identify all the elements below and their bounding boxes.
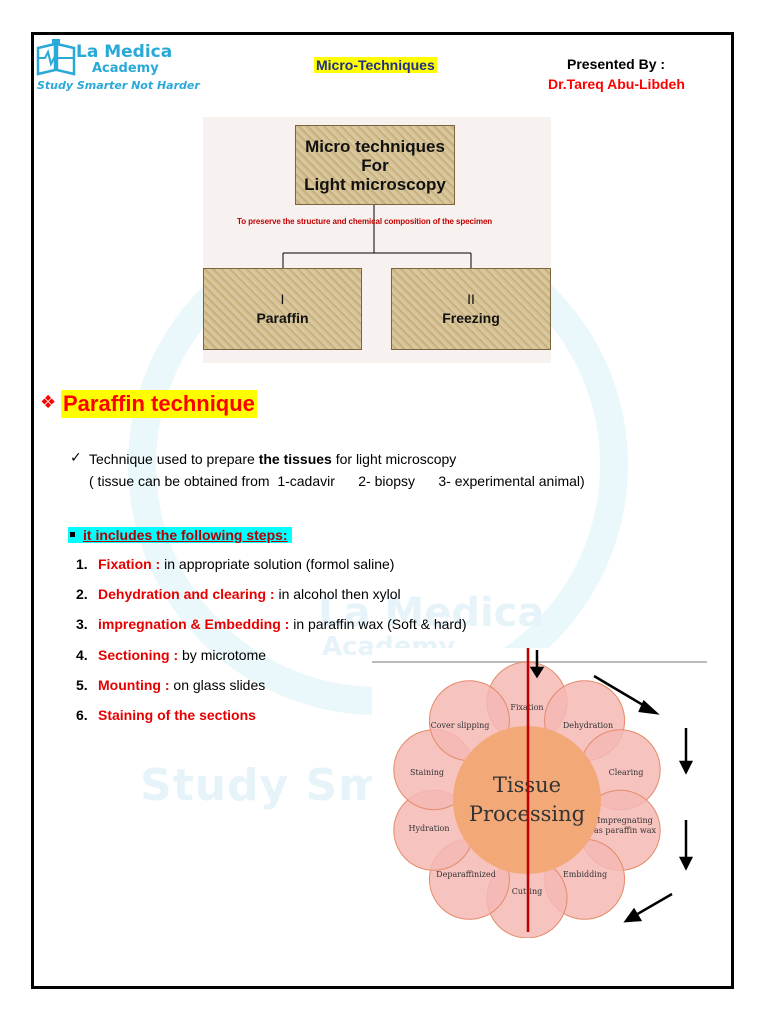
step-number: 3. — [76, 616, 88, 633]
chart-connectors — [282, 205, 472, 268]
intro-sources: ( tissue can be obtained from 1-cadavir … — [89, 473, 585, 489]
diamond-bullet-icon: ❖ — [40, 392, 57, 412]
stage-label: Clearing — [609, 768, 644, 777]
academy-logo — [35, 38, 165, 94]
step-name: Dehydration and clearing : — [98, 586, 275, 603]
section-title: Paraffin technique — [61, 390, 257, 418]
step-number: 4. — [76, 646, 88, 663]
intro-line: Technique used to prepare the tissues fo… — [89, 451, 456, 467]
step-detail: by microtome — [178, 646, 267, 663]
stage-label: Hydration — [409, 824, 450, 833]
author-name: Dr.Tareq Abu-Libdeh — [548, 76, 685, 92]
list-item: 6. Staining of the sections — [76, 707, 467, 737]
steps-heading: it includes the following steps: — [68, 527, 292, 543]
stage-label: Cover slipping — [431, 721, 490, 730]
steps-heading-label: it includes the following steps: — [83, 527, 288, 543]
step-number: 5. — [76, 676, 88, 693]
watermark-text: La Medica — [318, 590, 545, 636]
step-number: 2. — [76, 586, 88, 603]
list-item: 5. Mounting : on glass slides — [76, 677, 467, 707]
stage-label: Impregnating — [597, 816, 653, 825]
presented-by-label: Presented By : — [567, 56, 666, 72]
step-name: impregnation & Embedding : — [98, 616, 290, 633]
chart-top-box: Micro techniques For Light microscopy — [295, 125, 455, 205]
checkmark-icon: ✓ — [70, 449, 82, 465]
arrow-icons — [529, 650, 694, 923]
step-detail: in paraffin wax (Soft & hard) — [289, 616, 467, 633]
page-frame — [31, 32, 734, 989]
logo-tagline: Study Smarter Not Harder — [37, 79, 200, 92]
stage-label: Dehydration — [563, 721, 613, 730]
step-number: 1. — [76, 556, 88, 572]
intro-text: for light microscopy — [331, 451, 457, 467]
tissue-processing-diagram: Tissue Processing Fixation Dehydration C… — [372, 648, 707, 938]
square-bullet-icon — [70, 532, 75, 538]
intro-emphasis: the tissues — [258, 451, 332, 467]
box-numeral: I — [280, 291, 285, 307]
step-detail: in appropriate solution (formol saline) — [160, 556, 395, 572]
step-detail: on glass slides — [169, 676, 266, 693]
chart-top-line: Light microscopy — [304, 174, 446, 194]
logo-subtitle: Academy — [92, 61, 159, 76]
chart-top-line: For — [361, 155, 389, 175]
list-item: 3. impregnation & Embedding : in paraffin… — [76, 616, 467, 646]
intro-text: Technique used to prepare — [89, 451, 259, 467]
step-detail: in alcohol then xylol — [274, 586, 401, 603]
step-number: 6. — [76, 706, 88, 723]
box-label: Freezing — [442, 310, 500, 326]
step-name: Sectioning : — [98, 646, 179, 663]
step-name: Staining of the sections — [98, 706, 256, 723]
logo-title: La Medica — [76, 42, 173, 62]
stage-label: Embidding — [563, 870, 607, 879]
list-item: 4. Sectioning : by microtome — [76, 647, 467, 677]
stage-label: Deparaffinized — [436, 870, 496, 879]
paraffin-box: I Paraffin — [203, 268, 362, 350]
list-item: 2. Dehydration and clearing : in alcohol … — [76, 586, 467, 616]
stage-label: as paraffin wax — [594, 826, 656, 835]
list-item: 1. Fixation : in appropriate solution (fo… — [76, 556, 467, 586]
chart-note: To preserve the structure and chemical c… — [237, 217, 493, 226]
book-icon — [36, 39, 76, 76]
step-name: Fixation : — [98, 556, 161, 572]
chart-top-line: Micro techniques — [305, 136, 445, 156]
box-numeral: II — [467, 291, 475, 307]
box-label: Paraffin — [256, 310, 309, 326]
stage-label: Staining — [410, 768, 444, 777]
document-title: Micro-Techniques — [314, 57, 437, 73]
step-name: Mounting : — [98, 676, 170, 693]
steps-list: 1. Fixation : in appropriate solution (fo… — [76, 556, 467, 737]
freezing-box: II Freezing — [391, 268, 551, 350]
